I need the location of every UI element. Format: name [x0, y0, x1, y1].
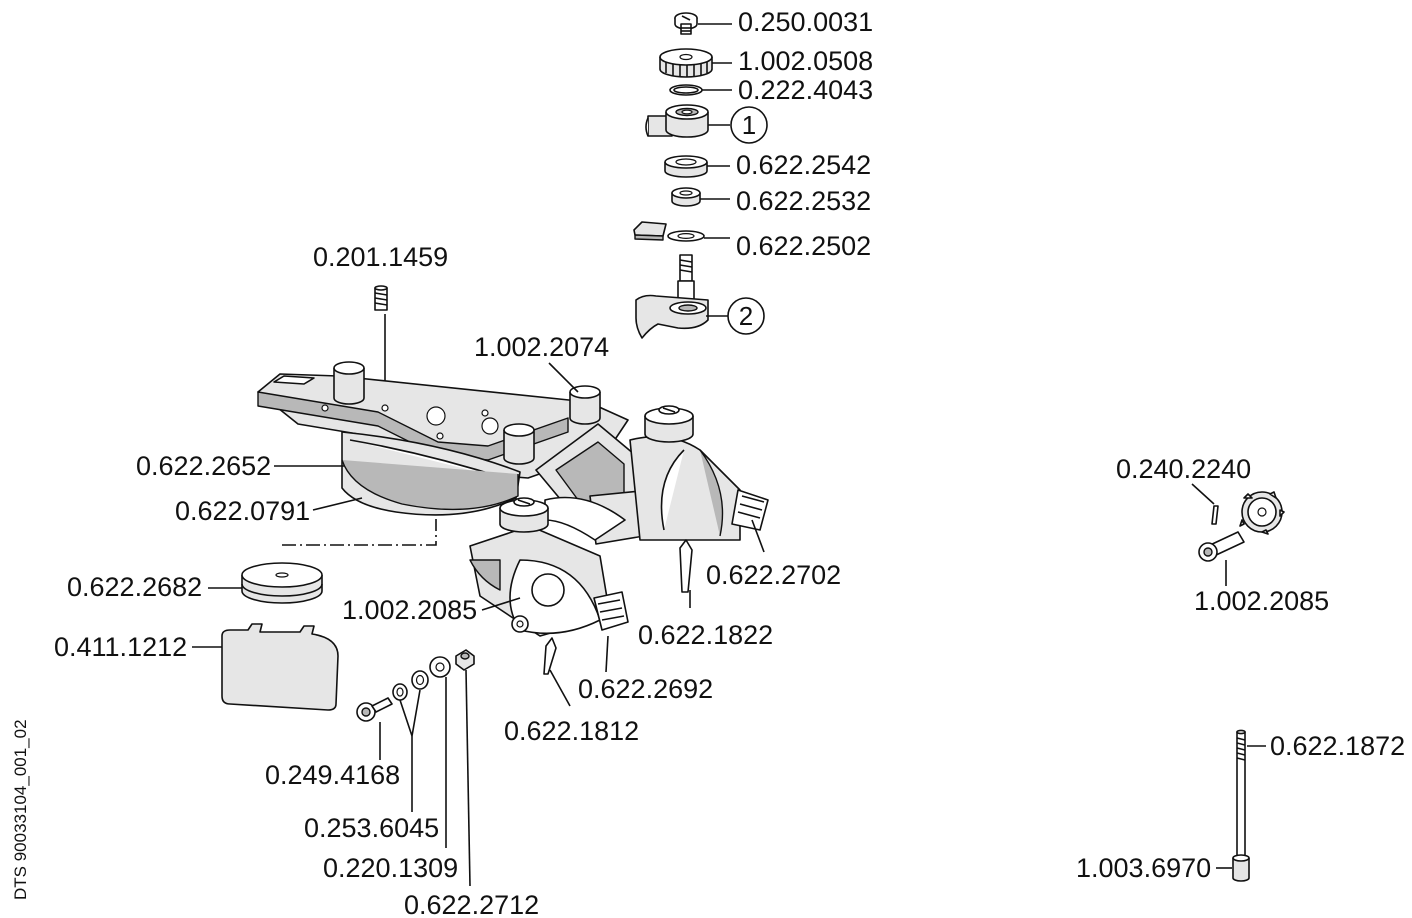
label-1-002-2074: 1.002.2074	[474, 332, 609, 362]
label-0-250-0031: 0.250.0031	[738, 7, 873, 37]
label-1-002-2085-a: 1.002.2085	[342, 595, 477, 625]
part-knurled-nut-1-002-0508	[659, 48, 713, 78]
part-arc-housing-0-622-0791	[341, 431, 521, 516]
label-0-622-2692: 0.622.2692	[578, 674, 713, 704]
label-0-622-1872: 0.622.1872	[1270, 731, 1405, 761]
part-block-and-washer-0-622-2502	[633, 221, 705, 242]
part-nut-0-622-2712	[455, 649, 475, 671]
part-washer-0-253-6045	[392, 670, 429, 701]
label-0-622-2682: 0.622.2682	[67, 572, 202, 602]
label-0-622-2702: 0.622.2702	[706, 560, 841, 590]
part-screw-0-249-4168	[356, 697, 393, 722]
callout-2-text: 2	[739, 301, 753, 331]
callout-1-text: 1	[742, 110, 756, 140]
label-0-240-2240: 0.240.2240	[1116, 454, 1251, 484]
axis-line	[282, 519, 437, 546]
label-0-222-4043: 0.222.4043	[738, 75, 873, 105]
label-1-003-6970: 1.003.6970	[1076, 853, 1211, 883]
part-left-tilt-mechanism	[469, 525, 629, 675]
part-subassembly-1	[645, 104, 709, 138]
label-0-622-2652: 0.622.2652	[136, 451, 271, 481]
part-screw-0-250-0031	[674, 12, 698, 35]
part-left-adjust-knob	[499, 497, 549, 533]
part-bushing-0-622-2532	[671, 187, 701, 207]
part-pin-0-240-2240	[1211, 505, 1219, 525]
part-central-carriage	[535, 423, 657, 545]
part-bolt-1-002-2085-b	[1198, 531, 1245, 562]
part-right-tilt-mechanism	[629, 435, 769, 593]
part-long-screw-0-622-1872	[1232, 729, 1250, 882]
part-cylinder-stop-left	[333, 361, 365, 405]
part-right-adjust-knob	[644, 405, 694, 443]
part-cylinder-stop-right-1-002-2074	[569, 385, 601, 425]
label-0-622-2502: 0.622.2502	[736, 231, 871, 261]
label-0-622-1812: 0.622.1812	[504, 716, 639, 746]
part-washer-0-220-1309	[429, 656, 451, 678]
label-0-622-0791: 0.622.0791	[175, 496, 310, 526]
callout-1-circle	[730, 106, 768, 144]
label-0-220-1309: 0.220.1309	[323, 853, 458, 883]
label-0-622-1822: 0.622.1822	[638, 620, 773, 650]
part-cylinder-stop-middle	[503, 423, 535, 465]
part-cover-0-411-1212	[221, 623, 339, 711]
label-1-002-2085-b: 1.002.2085	[1194, 586, 1329, 616]
label-1-002-0508: 1.002.0508	[738, 46, 873, 76]
label-0-201-1459: 0.201.1459	[313, 242, 448, 272]
part-nut-0-622-2542	[664, 155, 708, 178]
label-0-411-1212: 0.411.1212	[54, 632, 187, 662]
label-0-622-2542: 0.622.2542	[736, 150, 871, 180]
label-0-622-2532: 0.622.2532	[736, 186, 871, 216]
part-knurled-wheel	[1239, 491, 1285, 535]
label-0-622-2712: 0.622.2712	[404, 890, 539, 918]
document-id: DTS 90033104_001_02	[11, 719, 30, 900]
label-0-253-6045: 0.253.6045	[304, 813, 439, 843]
callout-2-circle	[727, 297, 765, 335]
part-shaft-subassembly-2	[635, 254, 709, 339]
label-0-249-4168: 0.249.4168	[265, 760, 400, 790]
part-set-screw-0-201-1459	[374, 285, 388, 311]
part-disk-0-622-2682	[241, 562, 323, 604]
